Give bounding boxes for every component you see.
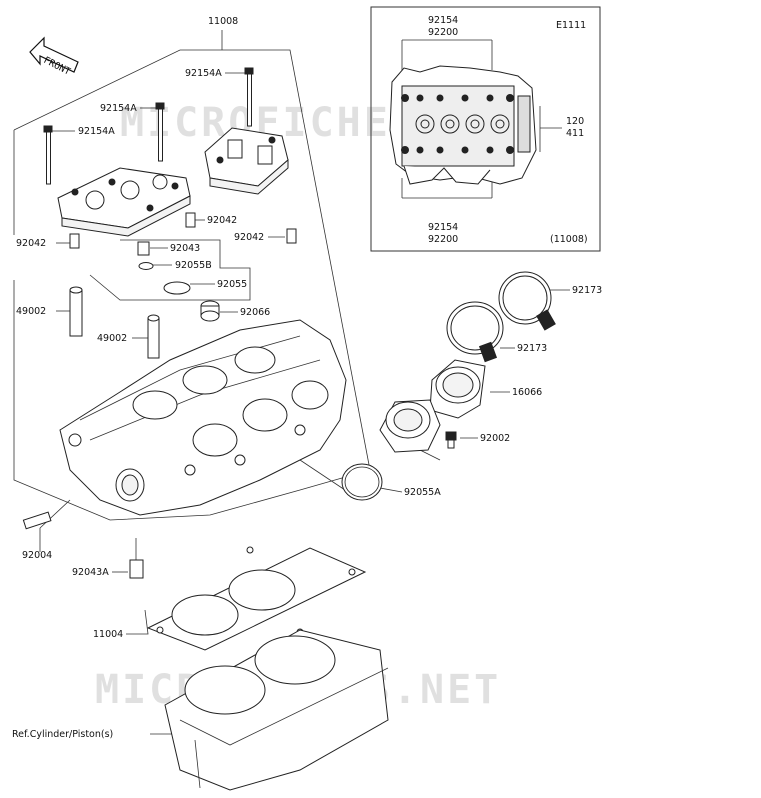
tube-49002-2	[147, 314, 160, 359]
oring-92055a	[341, 463, 383, 501]
inset-label-top-2: 92200	[428, 27, 458, 38]
camshaft-cap-right	[204, 127, 289, 195]
label-92173-1: 92173	[572, 285, 602, 296]
cylinder-block	[164, 629, 389, 791]
figure-code: E1111	[556, 20, 586, 31]
inset-ref: (11008)	[550, 234, 588, 245]
dowel-92043a	[129, 559, 144, 579]
clamp-92173-2	[446, 301, 504, 363]
label-92002: 92002	[480, 433, 510, 444]
oring-92055b	[138, 262, 154, 270]
bolt-92154a-1	[244, 67, 254, 127]
gasket-11004	[146, 546, 367, 651]
plug-92066	[200, 300, 220, 322]
label-92043a: 92043A	[72, 567, 109, 578]
dowel-92042-1	[69, 233, 80, 249]
inset-head-top-view	[389, 65, 537, 185]
label-ref-cylinder: Ref.Cylinder/Piston(s)	[12, 729, 113, 740]
dowel-92042-3	[286, 228, 297, 244]
stud-92004	[22, 511, 52, 530]
cylinder-head	[59, 319, 347, 516]
inset-label-bottom-1: 92154	[428, 222, 458, 233]
oring-92055	[163, 281, 191, 295]
clamp-92173-1	[498, 271, 556, 331]
dowel-92043	[137, 241, 150, 256]
front-arrow-icon: FRONT	[29, 36, 79, 78]
bolt-92154a-3	[43, 125, 53, 185]
label-11008: 11008	[208, 16, 238, 27]
label-92154a-2: 92154A	[100, 103, 137, 114]
label-92055a: 92055A	[404, 487, 441, 498]
label-16066: 16066	[512, 387, 542, 398]
screw-92002	[445, 431, 457, 449]
inset-box: E1111 92154 92200 120 411 92154 92200 (1…	[370, 6, 601, 252]
label-92066: 92066	[240, 307, 270, 318]
inset-label-right-1: 120	[566, 116, 584, 127]
camshaft-cap-left	[57, 167, 191, 237]
label-92042-3: 92042	[234, 232, 264, 243]
label-92154a-1: 92154A	[185, 68, 222, 79]
label-92055b: 92055B	[175, 260, 212, 271]
label-92173-2: 92173	[517, 343, 547, 354]
label-92055: 92055	[217, 279, 247, 290]
label-11004: 11004	[93, 629, 123, 640]
label-49002-2: 49002	[97, 333, 127, 344]
bolt-92154a-2	[155, 102, 165, 162]
label-49002-1: 49002	[16, 306, 46, 317]
label-92043: 92043	[170, 243, 200, 254]
inset-label-right-2: 411	[566, 128, 584, 139]
inset-label-bottom-2: 92200	[428, 234, 458, 245]
dowel-92042-2	[185, 212, 196, 228]
tube-49002-1	[69, 286, 83, 337]
label-92042-1: 92042	[16, 238, 46, 249]
inset-label-top-1: 92154	[428, 15, 458, 26]
holder-flange	[379, 399, 441, 453]
label-92004: 92004	[22, 550, 52, 561]
label-92042-2: 92042	[207, 215, 237, 226]
holder-16066	[429, 359, 486, 419]
label-92154a-3: 92154A	[78, 126, 115, 137]
